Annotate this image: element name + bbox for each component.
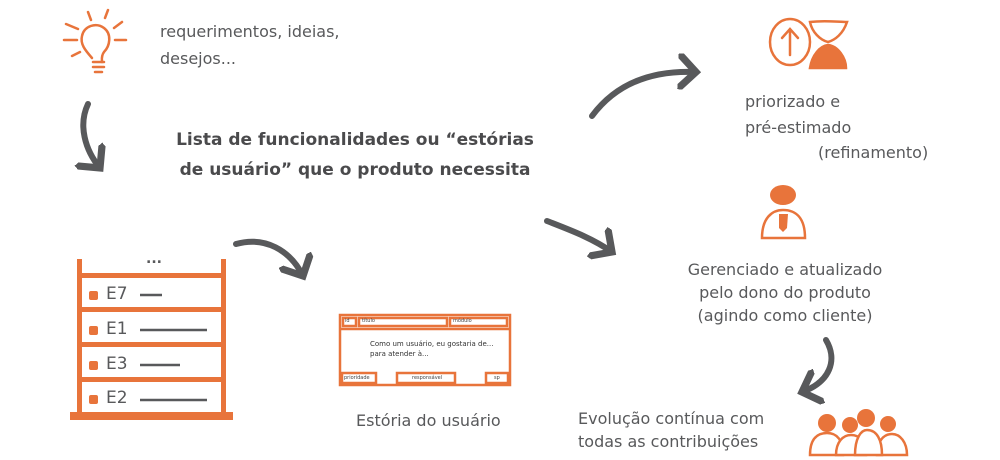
card-title-field: título <box>362 318 375 324</box>
arrow-backlog-to-story <box>233 238 303 276</box>
card-body-line2: para atender à... <box>370 350 429 358</box>
arrow-title-to-owner <box>544 218 612 252</box>
card-body-line1: Como um usuário, eu gostaria de... <box>370 340 494 348</box>
backlog-item-label: E3 <box>106 354 128 374</box>
backlog-item-label: E1 <box>106 319 128 339</box>
story-card-frame <box>338 313 512 387</box>
backlog-item-label: E7 <box>106 284 128 304</box>
backlog-ellipsis: ... <box>146 251 162 267</box>
card-priority-field: prioridade <box>344 375 370 381</box>
card-module-field: módulo <box>453 318 472 324</box>
owner-line1: Gerenciado e atualizado <box>687 260 883 279</box>
title-line2: de usuário” que o produto necessita <box>179 160 531 180</box>
story-caption: Estória do usuário <box>356 411 501 430</box>
arrow-ideas-to-title <box>83 101 100 168</box>
ideas-text-line2: desejos... <box>160 49 237 68</box>
team-icon <box>808 409 909 457</box>
arrow-title-to-prioritized <box>589 72 696 119</box>
arrow-owner-to-evolution <box>802 337 835 392</box>
backlog-stack-icon <box>70 259 233 420</box>
card-owner-field: responsável <box>412 375 443 381</box>
prioritized-line1: priorizado e <box>745 92 841 111</box>
ideas-text-line1: requerimentos, ideias, <box>160 22 340 41</box>
card-sp-field: sp <box>494 375 500 381</box>
evolution-line1: Evolução contínua com <box>578 409 765 428</box>
lightbulb-icon <box>62 8 128 74</box>
title-line1: Lista de funcionalidades ou “estórias <box>176 130 534 150</box>
card-id-field: id <box>345 318 350 324</box>
backlog-title: Lista de funcionalidades ou “estórias de… <box>150 125 560 185</box>
owner-line2: pelo dono do produto <box>699 283 871 302</box>
prioritized-line3: (refinamento) <box>818 143 929 162</box>
priority-hourglass-icon <box>768 17 849 70</box>
backlog-item-label: E2 <box>106 388 128 408</box>
evolution-line2: todas as contribuições <box>578 432 759 451</box>
prioritized-line2: pré-estimado <box>745 118 852 137</box>
owner-line3: (agindo como cliente) <box>697 306 873 325</box>
product-owner-icon <box>760 185 807 240</box>
